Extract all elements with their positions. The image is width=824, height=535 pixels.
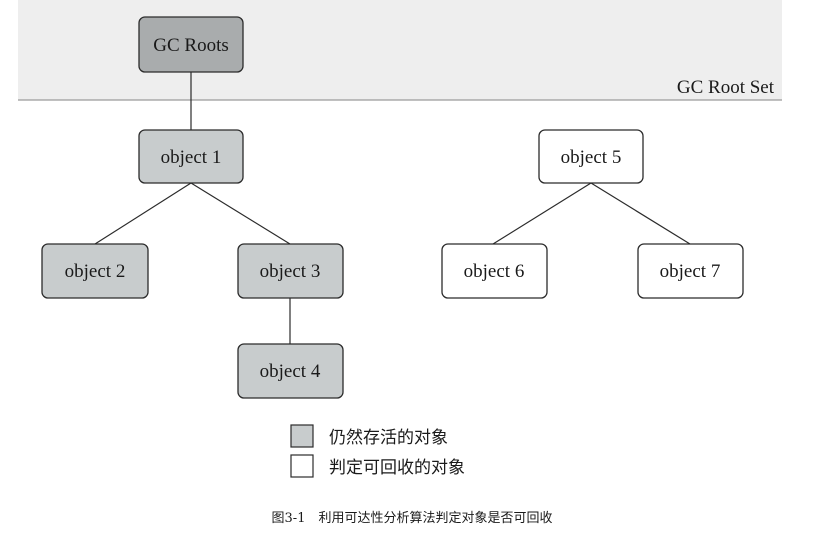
node-object6-label: object 6: [464, 261, 525, 282]
legend-label-live: 仍然存活的对象: [329, 428, 448, 448]
legend-swatch-dead: [290, 454, 314, 478]
node-object7-box: [637, 243, 744, 299]
node-object5-label: object 5: [561, 147, 622, 168]
node-object6: object 6: [441, 243, 548, 299]
gc-root-set-label: GC Root Set: [677, 77, 775, 98]
node-object4-label: object 4: [260, 361, 321, 382]
edge-object1-object3: [190, 182, 291, 245]
node-object3-box: [237, 243, 344, 299]
node-gc-roots-label: GC Roots: [153, 35, 229, 56]
node-object5-box: [538, 129, 644, 184]
node-object2-label: object 2: [65, 261, 126, 282]
legend-label-dead: 判定可回收的对象: [329, 458, 465, 478]
node-object7-label: object 7: [660, 261, 721, 282]
node-gc-roots-box: [138, 16, 244, 73]
node-object1-box: [138, 129, 244, 184]
edge-object1-object2: [94, 182, 192, 245]
edge-object5-object7: [590, 182, 691, 245]
node-object2: object 2: [41, 243, 149, 299]
legend-swatch-live: [290, 424, 314, 448]
edge-object5-object6: [492, 182, 592, 245]
node-object2-box: [41, 243, 149, 299]
legend: 仍然存活的对象 判定可回收的对象: [290, 424, 465, 478]
node-object6-box: [441, 243, 548, 299]
node-object1: object 1: [138, 129, 244, 184]
node-object4: object 4: [237, 343, 344, 399]
edges-group: [94, 72, 691, 344]
node-object5: object 5: [538, 129, 644, 184]
gc-root-set-band: [18, 0, 782, 100]
node-object1-label: object 1: [161, 147, 222, 168]
node-gc-roots: GC Roots: [138, 16, 244, 73]
node-object3: object 3: [237, 243, 344, 299]
node-object7: object 7: [637, 243, 744, 299]
node-object4-box: [237, 343, 344, 399]
node-object3-label: object 3: [260, 261, 321, 282]
figure-caption: 图3-1 利用可达性分析算法判定对象是否可回收: [272, 511, 553, 526]
